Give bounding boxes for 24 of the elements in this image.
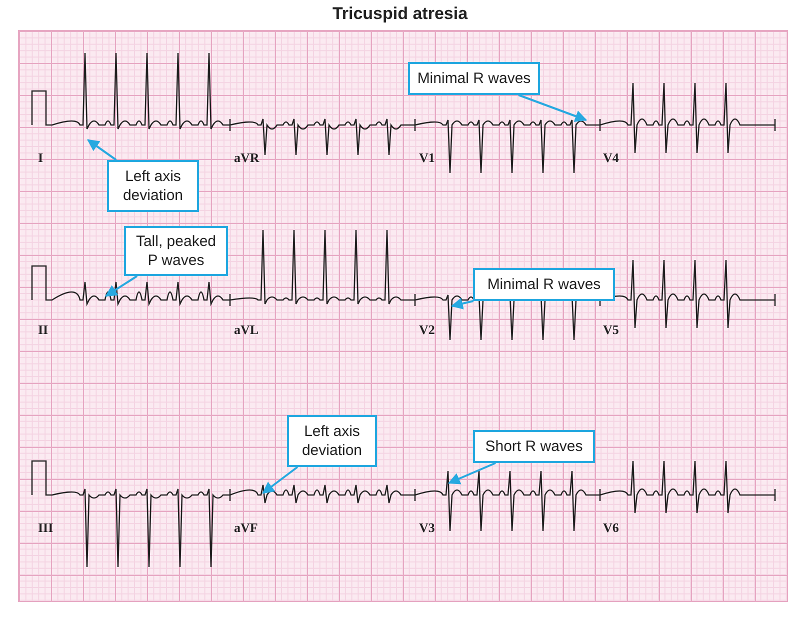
- title: Tricuspid atresia: [331, 4, 469, 24]
- lead-label: I: [38, 150, 44, 166]
- callout-box: Minimal R waves: [408, 62, 540, 95]
- leader-line: [448, 462, 496, 484]
- lead-label: V3: [419, 520, 435, 536]
- lead-label: V4: [603, 150, 619, 166]
- callout-box: Left axis deviation: [107, 160, 199, 212]
- leader-line: [105, 275, 138, 297]
- leader-line: [518, 94, 588, 122]
- lead-label: V1: [419, 150, 435, 166]
- callout-box: Tall, peaked P waves: [124, 226, 228, 276]
- lead-label: aVF: [234, 520, 258, 536]
- lead-label: II: [38, 322, 48, 338]
- lead-label: V2: [419, 322, 435, 338]
- lead-label: III: [38, 520, 54, 536]
- lead-label: V5: [603, 322, 619, 338]
- leader-line: [450, 298, 474, 310]
- lead-label: aVL: [234, 322, 259, 338]
- lead-label: aVR: [234, 150, 260, 166]
- callout-box: Short R waves: [473, 430, 595, 463]
- callout-box: Minimal R waves: [473, 268, 615, 301]
- callout-box: Left axis deviation: [287, 415, 377, 467]
- lead-label: V6: [603, 520, 619, 536]
- leader-line: [262, 466, 298, 494]
